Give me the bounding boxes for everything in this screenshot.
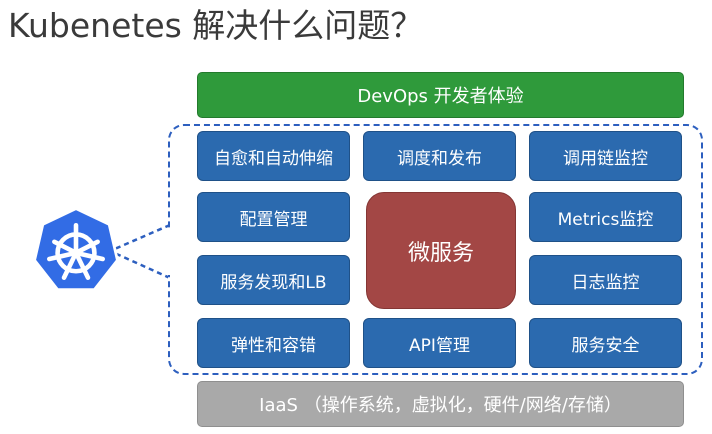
kubernetes-helm-icon	[33, 207, 119, 292]
box-service-security: 服务安全	[529, 318, 682, 368]
box-api-management: API管理	[363, 318, 516, 368]
box-service-discovery-lb: 服务发现和LB	[197, 255, 350, 305]
page-title: Kubenetes 解决什么问题？	[8, 6, 424, 45]
devops-layer: DevOps 开发者体验	[197, 72, 684, 118]
box-resilience-fault-tolerance: 弹性和容错	[197, 318, 350, 368]
box-config-management: 配置管理	[197, 192, 350, 242]
box-metrics-monitoring: Metrics监控	[529, 192, 682, 242]
box-scheduling-release: 调度和发布	[363, 131, 516, 181]
iaas-layer: IaaS （操作系统，虚拟化，硬件/网络/存储）	[197, 381, 684, 427]
box-tracing-monitoring: 调用链监控	[529, 131, 682, 181]
box-auto-healing-scaling: 自愈和自动伸缩	[197, 131, 350, 181]
microservices-core: 微服务	[366, 192, 516, 309]
box-log-monitoring: 日志监控	[529, 255, 682, 305]
